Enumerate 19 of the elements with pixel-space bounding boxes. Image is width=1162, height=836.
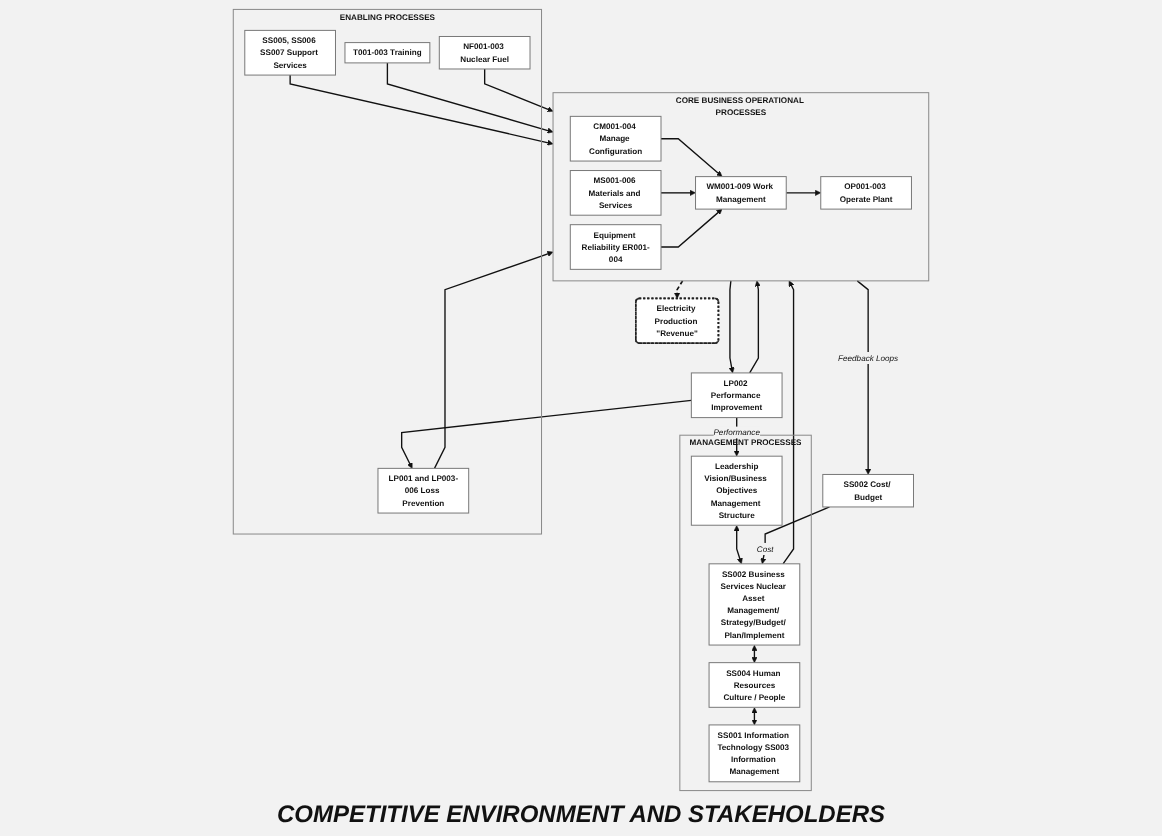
arrow [401, 399, 693, 469]
arrow [856, 280, 872, 475]
arrow [785, 189, 822, 196]
arrow [660, 189, 696, 196]
arrow [733, 525, 743, 565]
arrow [749, 280, 761, 374]
arrow [386, 62, 554, 134]
arrow [751, 645, 758, 663]
arrow [289, 74, 554, 146]
footer-label: COMPETITIVE ENVIRONMENT AND STAKEHOLDERS [276, 800, 885, 828]
arrow [674, 280, 684, 299]
arrow [728, 280, 735, 374]
arrow [760, 506, 831, 565]
arrow [433, 251, 554, 470]
arrow [484, 68, 554, 113]
arrow [782, 280, 795, 565]
arrow [660, 208, 723, 248]
arrow [660, 138, 723, 177]
arrow [751, 707, 758, 726]
